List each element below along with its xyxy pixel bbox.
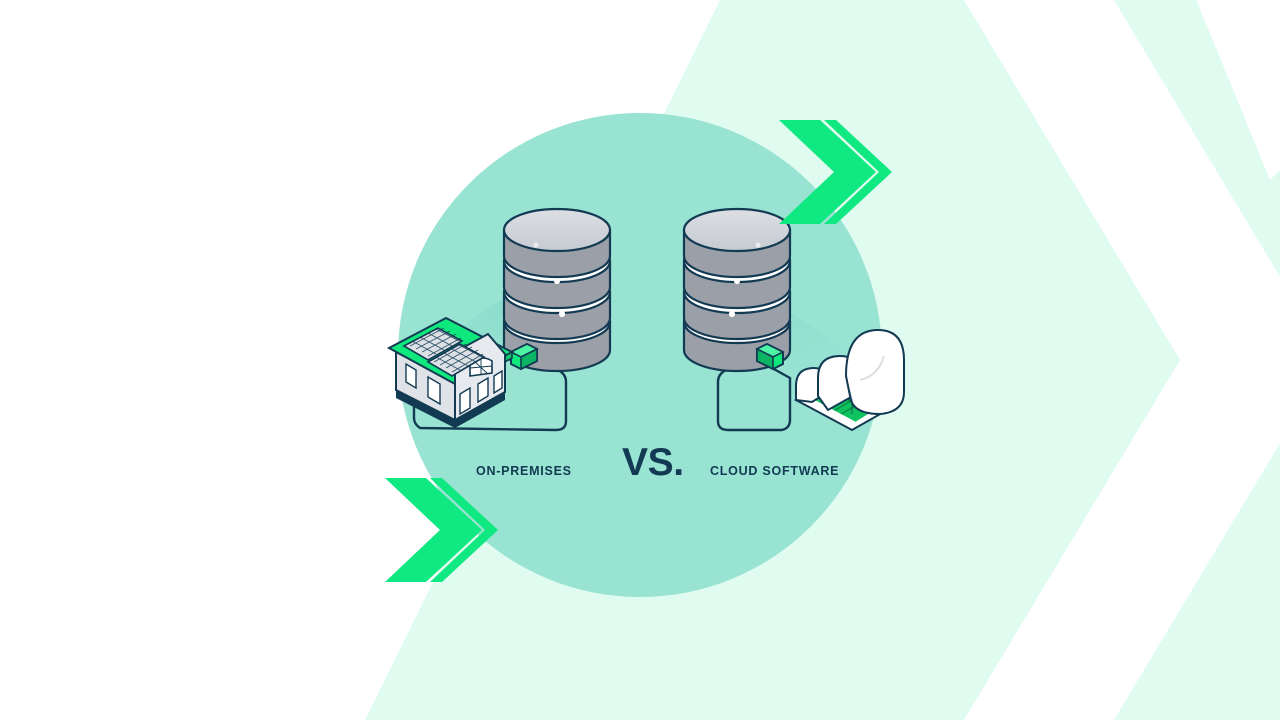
background-white-chevron-stripe-1 <box>964 0 1280 720</box>
double-chevron-right-icon-top <box>779 120 892 224</box>
house-window <box>427 375 441 406</box>
house-foundation <box>396 390 505 428</box>
network-cable-left <box>412 360 568 432</box>
on-premises-label: ON-PREMISES <box>476 464 572 478</box>
cable-plug-left <box>509 342 539 371</box>
cloud-software-label: CLOUD SOFTWARE <box>710 464 840 478</box>
cloud-with-circuit-board-icon <box>793 328 905 432</box>
background-white-chevron-stripe-2 <box>1196 0 1280 180</box>
house-window <box>477 376 489 404</box>
house-window <box>493 369 503 395</box>
house-with-solar-panels-icon <box>386 316 515 428</box>
cable-plug-right <box>755 342 785 371</box>
on-premises-group <box>386 207 612 432</box>
house-door <box>459 386 471 416</box>
house-window <box>405 362 417 390</box>
server-stack-right <box>682 207 792 373</box>
solar-panel-lower <box>426 343 486 377</box>
double-chevron-right-icon-bottom <box>385 478 498 582</box>
network-cable-right <box>716 360 792 432</box>
solar-panel-upper <box>402 327 464 361</box>
cloud-software-group <box>682 207 905 432</box>
versus-label: VS. <box>622 441 684 484</box>
